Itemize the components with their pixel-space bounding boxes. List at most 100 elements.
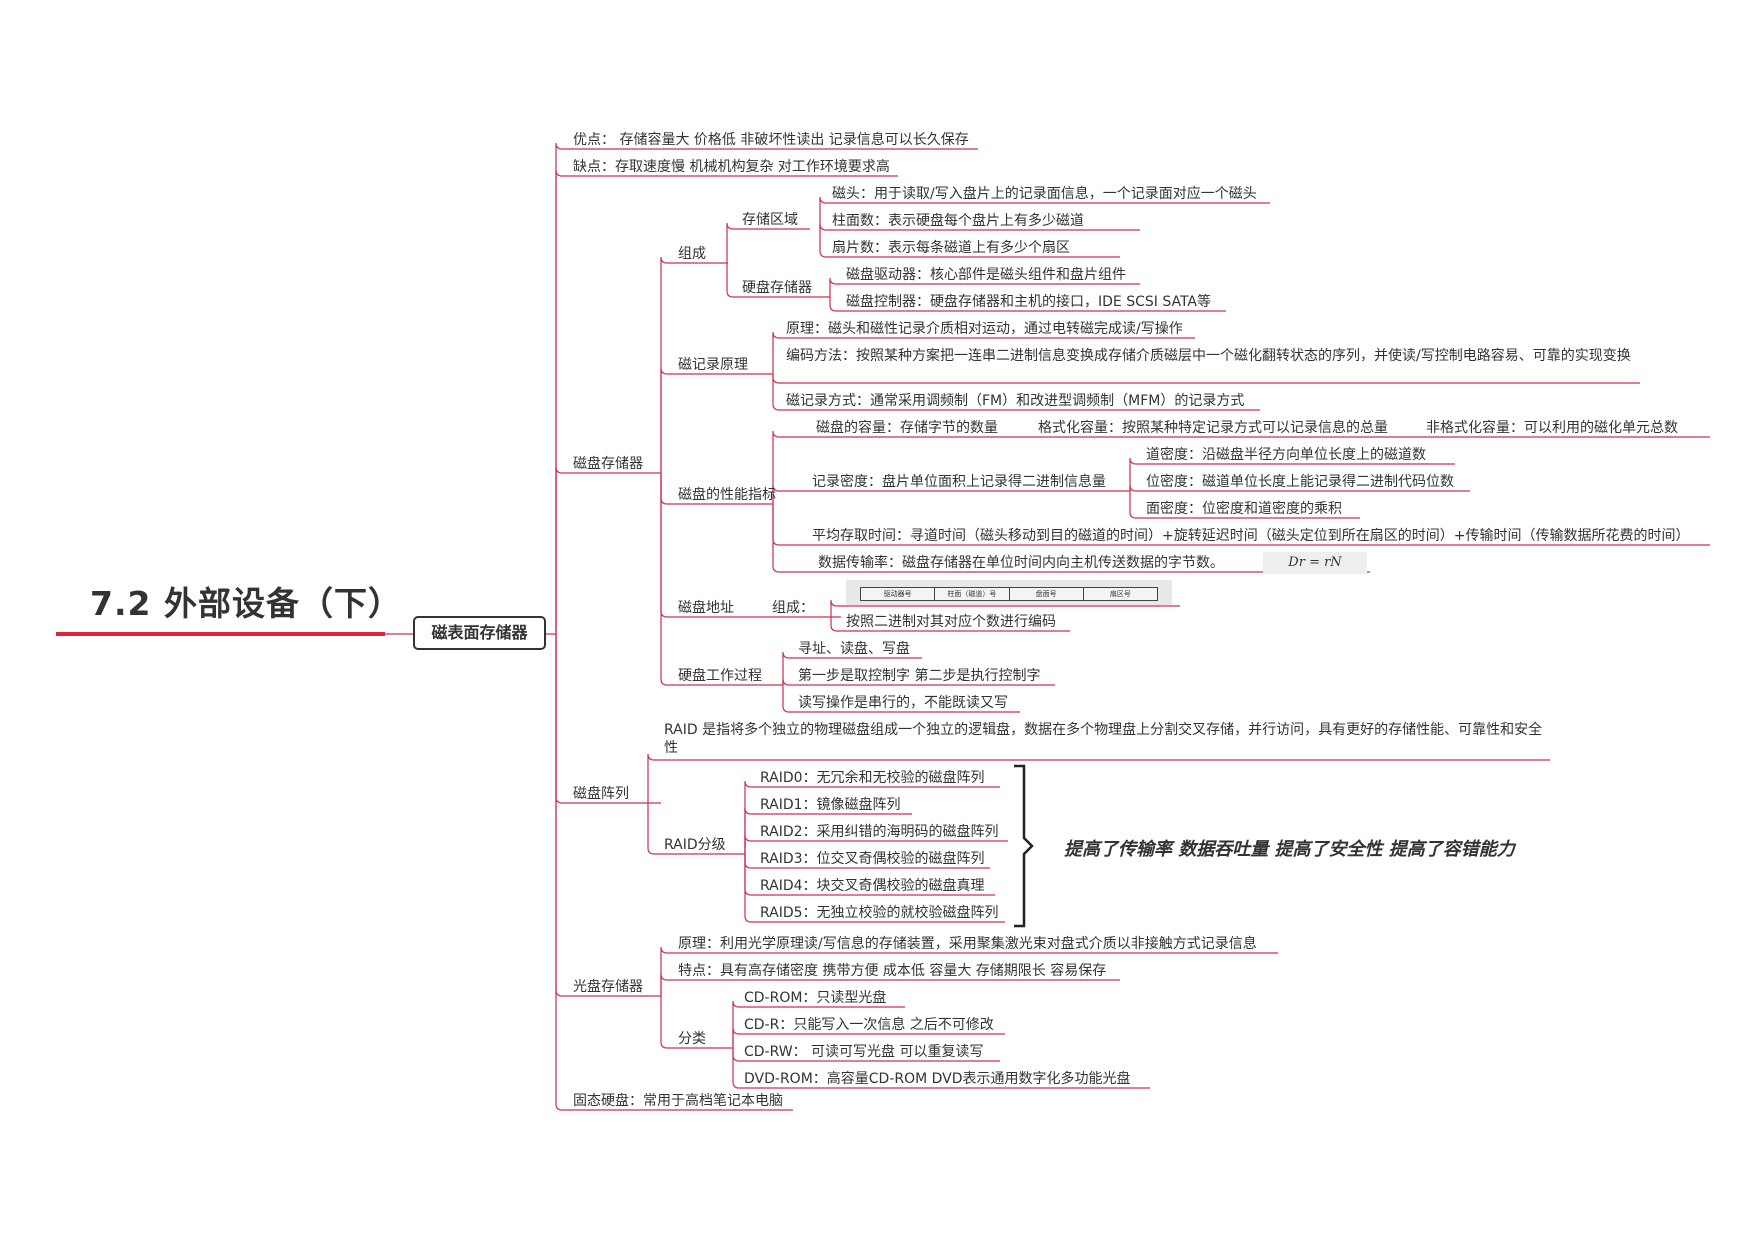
hdd-connector [829,277,1140,297]
density-node: 记录密度：盘片单位面积上记录得二进制信息量 [812,474,1106,490]
principle-item: 原理：磁头和磁性记录介质相对运动，通过电转磁完成读/写操作 [786,321,1183,337]
ssd-node: 固态硬盘：常用于高档笔记本电脑 [573,1093,783,1109]
optical-storage-node: 光盘存储器 [573,979,643,995]
hdd-item: 磁盘驱动器：核心部件是磁头组件和盘片组件 [846,267,1126,283]
address-connector [830,617,1070,632]
performance-connector [772,484,1130,504]
disadvantages-node: 缺点：存取速度慢 机械机构复杂 对工作环境要求高 [573,159,890,175]
composition-connector [726,263,830,298]
density-connector [1129,484,1470,492]
process-connector [782,651,922,685]
disk-address-node: 磁盘地址 [678,600,734,616]
raid-levels-connector [744,834,1008,854]
disk-connector [660,473,783,686]
address-field: 盘面号 [1010,588,1084,600]
raid-levels-connector [744,780,1000,854]
optical-types-connector [732,1027,1005,1048]
optical-type-item: DVD-ROM：高容量CD-ROM DVD表示通用数字化多功能光盘 [744,1071,1131,1087]
level1-connector [555,466,661,634]
principle-item: 磁记录方式：通常采用调频制（FM）和改进型调频制（MFM）的记录方式 [786,393,1245,409]
storage-area-item: 扇片数：表示每条磁道上有多少个扇区 [832,240,1070,256]
density-item: 面密度：位密度和道密度的乘积 [1146,501,1342,517]
address-format-table: 驱动器号 柱面（磁道）号 盘面号 扇区号 [846,580,1172,605]
central-node: 磁表面存储器 [413,616,546,650]
raid-level-item: RAID3：位交叉奇偶校验的磁盘阵列 [760,851,985,867]
process-item: 第一步是取控制字 第二步是执行控制字 [798,668,1041,684]
raid-node: 磁盘阵列 [573,786,629,802]
optical-types-connector [732,1048,1150,1089]
access-time-node: 平均存取时间：寻道时间（磁头移动到目的磁道的时间）+旋转延迟时间（磁头定位到所在… [812,528,1690,544]
address-field: 驱动器号 [861,588,936,600]
principle-item: 编码方法：按照某种方案把一连串二进制信息变换成存储介质磁层中一个磁化翻转状态的序… [786,348,1631,364]
disk-storage-node: 磁盘存储器 [573,456,643,472]
storage-area-item: 柱面数：表示硬盘每个盘片上有多少磁道 [832,213,1084,229]
principle-connector [772,331,1195,374]
storage-area-connector [819,223,1140,231]
density-item: 位密度：磁道单位长度上能记录得二进制代码位数 [1146,474,1454,490]
unformatted-capacity-node: 非格式化容量：可以利用的磁化单元总数 [1426,420,1678,436]
raid-level-item: RAID0：无冗余和无校验的磁盘阵列 [760,770,985,786]
hdd-node: 硬盘存储器 [742,280,812,296]
raid-level-item: RAID2：采用纠错的海明码的磁盘阵列 [760,824,999,840]
performance-connector [772,430,1710,504]
optical-types-node: 分类 [678,1031,706,1047]
performance-node: 磁盘的性能指标 [678,487,776,503]
raid-bracket [1014,764,1034,928]
page-title: 7.2 外部设备（下） [90,584,402,623]
raid-summary-note: 提高了传输率 数据吞吐量 提高了安全性 提高了容错能力 [1064,839,1515,860]
density-connector [1129,491,1360,519]
raid-definition-node: RAID 是指将多个独立的物理磁盘组成一个独立的逻辑盘，数据在多个物理盘上分割交… [664,722,1543,756]
address-composition-node: 组成： [772,600,814,616]
optical-principle-node: 原理：利用光学原理读/写信息的存储装置，采用聚集激光束对盘式介质以非接触方式记录… [678,936,1257,952]
optical-connector [660,946,1278,996]
hdd-item: 磁盘控制器：硬盘存储器和主机的接口，IDE SCSI SATA等 [846,294,1212,310]
process-connector [782,678,1055,686]
optical-type-item: CD-R：只能写入一次信息 之后不可修改 [744,1017,994,1033]
composition-connector [726,222,810,263]
process-item: 寻址、读盘、写盘 [798,641,910,657]
process-node: 硬盘工作过程 [678,668,762,684]
process-item: 读写操作是串行的，不能既读又写 [798,695,1008,711]
principle-node: 磁记录原理 [678,357,748,373]
raid-connector [647,803,745,855]
principle-connector [772,374,1260,411]
address-field: 柱面（磁道）号 [935,588,1010,600]
storage-area-item: 磁头：用于读取/写入盘片上的记录面信息，一个记录面对应一个磁头 [832,186,1257,202]
transfer-rate-node: 数据传输率：磁盘存储器在单位时间内向主机传送数据的字节数。 [818,555,1224,571]
address-connector [830,599,1180,617]
principle-connector [772,374,1640,384]
capacity-node: 磁盘的容量：存储字节的数量 [816,420,998,436]
optical-types-connector [732,1000,905,1048]
disk-connector [660,256,728,473]
composition-node: 组成 [678,246,706,262]
performance-connector [772,504,1370,573]
advantages-node: 优点： 存储容量大 价格低 非破坏性读出 记录信息可以长久保存 [573,132,969,148]
disk-connector [660,367,773,473]
optical-connector [660,973,1120,996]
optical-connector [660,996,733,1049]
level1-connector [555,142,978,634]
density-connector [1129,457,1455,491]
density-item: 道密度：沿磁盘半径方向单位长度上的磁道数 [1146,447,1426,463]
raid-level-item: RAID4：块交叉奇偶校验的磁盘真理 [760,878,985,894]
raid-levels-connector [744,807,912,854]
level1-connector [555,634,661,804]
level1-connector [555,634,793,1111]
address-encoding-node: 按照二进制对其对应个数进行编码 [846,614,1056,630]
formatted-capacity-node: 格式化容量：按照某种特定记录方式可以记录信息的总量 [1038,420,1388,436]
level1-connector [555,634,661,997]
storage-area-node: 存储区域 [742,212,798,228]
raid-levels-node: RAID分级 [664,837,726,853]
process-connector [782,685,1020,713]
storage-area-connector [819,196,1270,229]
raid-level-item: RAID1：镜像磁盘阵列 [760,797,901,813]
optical-type-item: CD-RW： 可读可写光盘 可以重复读写 [744,1044,984,1060]
raid-levels-connector [744,854,1005,923]
address-field: 扇区号 [1109,590,1131,598]
optical-type-item: CD-ROM：只读型光盘 [744,990,887,1006]
level1-connector [555,169,898,634]
optical-features-node: 特点：具有高存储密度 携带方便 成本低 容量大 存储期限长 容易保存 [678,963,1107,979]
storage-area-connector [819,229,1120,258]
